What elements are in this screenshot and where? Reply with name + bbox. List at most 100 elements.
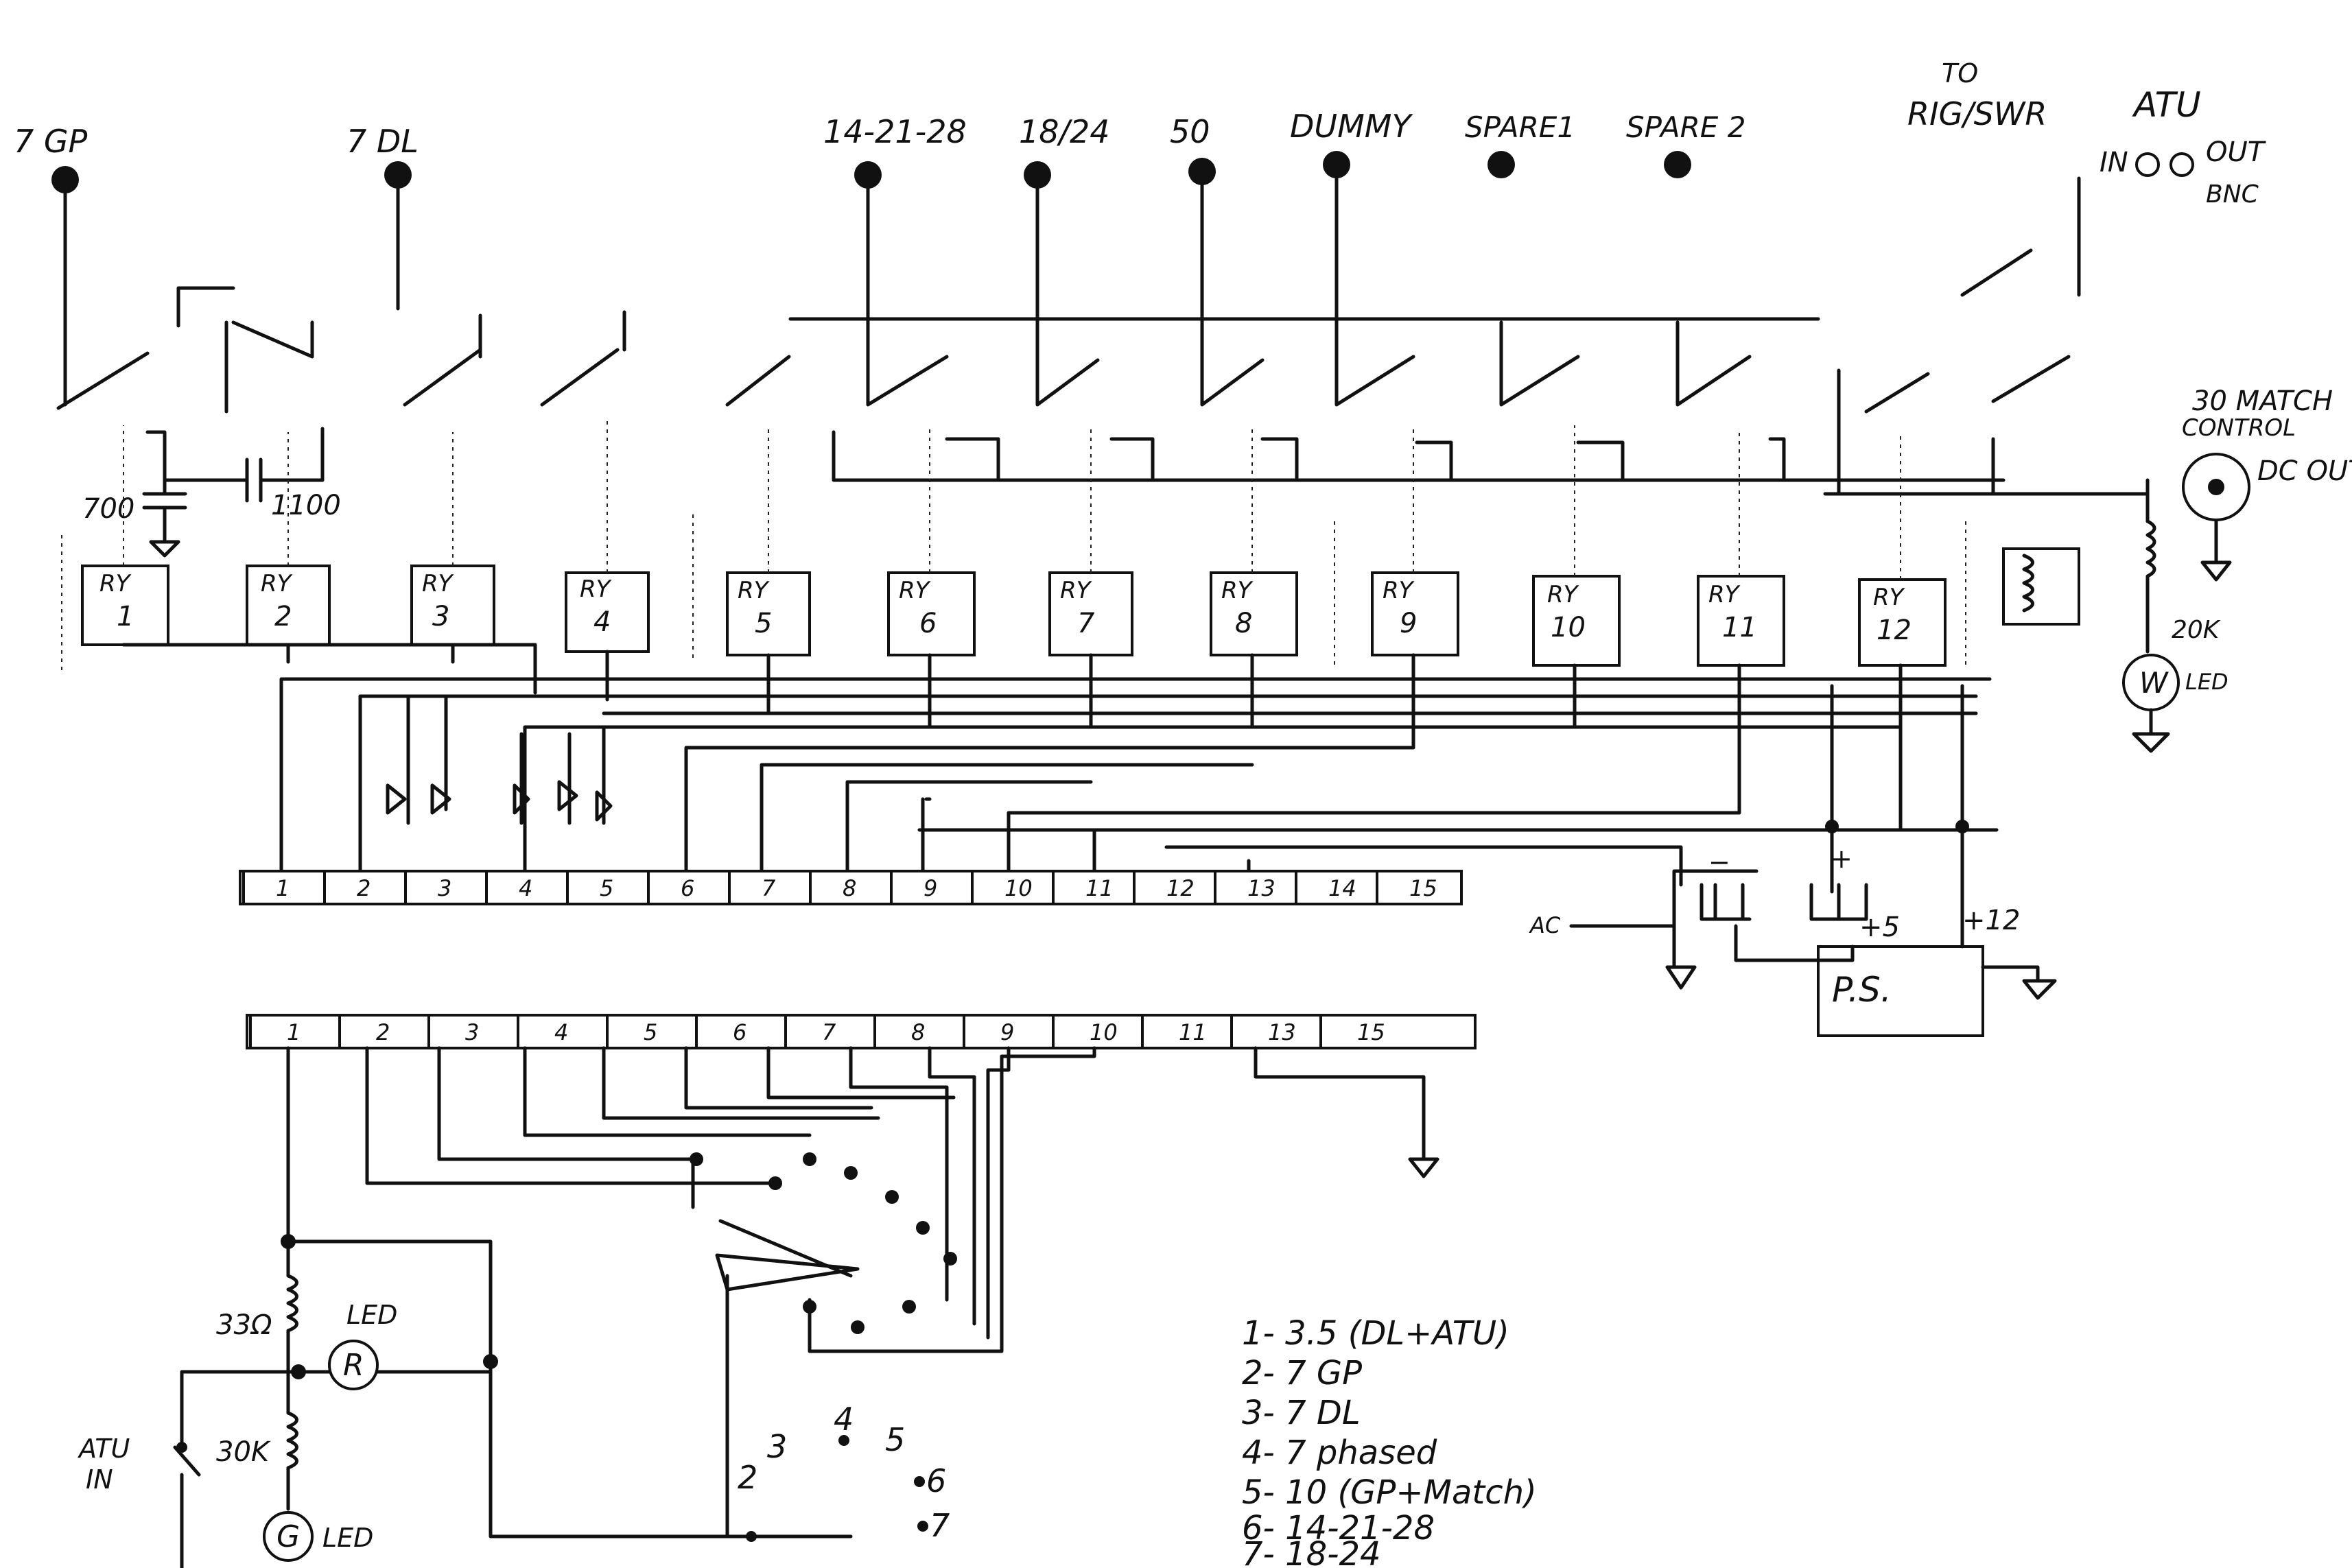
connector-bottom-pin-10: 10 xyxy=(1090,1019,1118,1045)
capacitor-700-label: 700 xyxy=(82,493,134,525)
connector-top-pin-2: 2 xyxy=(357,875,371,901)
atu-in-label: IN xyxy=(2100,147,2128,178)
svg-text:5: 5 xyxy=(885,1421,905,1458)
power-supply-ac-label: AC xyxy=(1529,912,1561,938)
antenna-jack-row: 7 GP 7 DL 14-21-28 18/24 50 DUMMY SPARE1… xyxy=(14,108,1820,407)
connector-bottom-pin-6: 6 xyxy=(733,1019,746,1045)
atu-switch-label-1: ATU xyxy=(77,1434,130,1464)
connector-bottom-pin-3: 3 xyxy=(465,1019,479,1045)
relay-5: RY 5 xyxy=(726,571,811,656)
connector-bottom-pin-4: 4 xyxy=(554,1019,568,1045)
dc-out-jack-icon xyxy=(2145,453,2250,582)
svg-text:RY: RY xyxy=(1547,581,1579,608)
led-g-label: LED xyxy=(322,1523,373,1553)
connector-bottom-pin-11: 11 xyxy=(1179,1019,1207,1045)
connector-bottom-pin-5: 5 xyxy=(644,1019,657,1045)
capacitor-700-icon xyxy=(142,430,187,558)
antenna-label-dummy: DUMMY xyxy=(1290,108,1413,145)
selector-position-labels: 2 3 4 5 6 7 xyxy=(738,1401,950,1544)
antenna-label-14-21-28: 14-21-28 xyxy=(823,113,967,150)
svg-text:RY: RY xyxy=(422,570,454,597)
svg-text:7: 7 xyxy=(930,1507,950,1544)
match-led-label: LED xyxy=(2185,669,2228,695)
connector-top-pin-12: 12 xyxy=(1166,875,1195,901)
relay-row: RY 1 RY 2 RY 3 RY 4 RY 5 RY 6 xyxy=(81,565,1947,667)
connector-top-pin-10: 10 xyxy=(1004,875,1033,901)
connector-bottom-pin-7: 7 xyxy=(822,1019,836,1045)
connector-bottom-pin-2: 2 xyxy=(376,1019,390,1045)
band-legend: 1- 3.5 (DL+ATU) 2- 7 GP 3- 7 DL 4- 7 pha… xyxy=(1242,1314,1537,1568)
match-control-line1: 30 MATCH xyxy=(2192,385,2333,417)
relay-10: RY 10 xyxy=(1532,575,1621,667)
svg-text:6: 6 xyxy=(926,1462,946,1499)
atu-out-bnc-icon xyxy=(2169,152,2194,177)
svg-text:4: 4 xyxy=(593,606,611,638)
power-supply-label: P.S. xyxy=(1832,970,1892,1010)
connector-top-pin-1: 1 xyxy=(276,875,290,901)
match-relay-coil-icon xyxy=(2002,547,2080,626)
connector-top-pin-7: 7 xyxy=(762,875,776,901)
connector-top-pin-8: 8 xyxy=(843,875,856,901)
led-g-letter: G xyxy=(277,1519,300,1554)
atu-in-bnc-icon xyxy=(2135,152,2160,177)
svg-text:2: 2 xyxy=(738,1459,757,1496)
capacitor-1100-icon xyxy=(163,458,325,503)
relay-8: RY 8 xyxy=(1210,571,1298,656)
antenna-label-50: 50 xyxy=(1170,113,1210,150)
legend-line-7: 7- 18-24 xyxy=(1242,1535,1381,1568)
svg-text:12: 12 xyxy=(1877,615,1912,646)
svg-text:−: − xyxy=(1708,847,1730,877)
relay-11: RY 11 xyxy=(1697,575,1785,667)
svg-text:1: 1 xyxy=(117,601,134,632)
power-supply-12v-label: +12 xyxy=(1962,905,2020,936)
svg-text:RY: RY xyxy=(261,570,293,597)
svg-text:3: 3 xyxy=(767,1428,787,1465)
relay-2: RY 2 xyxy=(246,565,331,646)
match-control-line2: CONTROL xyxy=(2182,414,2296,442)
diode-array-icon xyxy=(358,694,613,825)
svg-text:RY: RY xyxy=(899,577,931,604)
atu-title: ATU xyxy=(2132,85,2201,125)
jack-dummy-icon xyxy=(1323,151,1350,178)
antenna-label-18-24: 18/24 xyxy=(1019,113,1110,150)
svg-text:RY: RY xyxy=(1708,581,1741,608)
svg-text:RY: RY xyxy=(99,570,132,597)
svg-text:RY: RY xyxy=(1221,577,1254,604)
jack-spare2-icon xyxy=(1664,151,1691,178)
svg-text:9: 9 xyxy=(1400,608,1417,639)
svg-text:2: 2 xyxy=(274,601,292,632)
connector-top-pin-4: 4 xyxy=(519,875,532,901)
legend-line-1: 1- 3.5 (DL+ATU) xyxy=(1242,1314,1509,1353)
svg-text:10: 10 xyxy=(1551,612,1586,643)
match-dc-out-label: DC OUT xyxy=(2257,455,2352,487)
connector-top-pin-11: 11 xyxy=(1085,875,1114,901)
svg-text:RY: RY xyxy=(738,577,770,604)
relay-9: RY 9 xyxy=(1371,571,1459,656)
connector-top-pin-15: 15 xyxy=(1409,875,1437,901)
resistor-33-label: 33Ω xyxy=(216,1309,272,1341)
legend-line-6: 6- 14-21-28 xyxy=(1242,1509,1435,1547)
connector-top-pin-14: 14 xyxy=(1328,875,1356,901)
svg-text:11: 11 xyxy=(1722,612,1757,643)
connector-top-pin-5: 5 xyxy=(600,875,613,901)
rotary-selector-wiring xyxy=(286,1046,1096,1539)
relay-3: RY 3 xyxy=(410,565,495,646)
svg-text:RY: RY xyxy=(580,575,612,603)
antenna-label-7dl: 7 DL xyxy=(346,123,419,160)
rig-label-to: TO xyxy=(1942,58,1978,88)
svg-text:+: + xyxy=(1831,844,1853,874)
connector-bottom-pin-13: 13 xyxy=(1268,1019,1296,1045)
capacitor-1100-label: 1100 xyxy=(271,490,341,521)
rig-label-rig-swr: RIG/SWR xyxy=(1907,95,2047,132)
match-resistor-label: 20K xyxy=(2172,616,2221,644)
legend-line-4: 4- 7 phased xyxy=(1242,1434,1437,1472)
relay-7: RY 7 xyxy=(1048,571,1133,656)
antenna-label-7gp: 7 GP xyxy=(14,123,88,160)
connector-bottom-pin-9: 9 xyxy=(1000,1019,1014,1045)
legend-line-2: 2- 7 GP xyxy=(1242,1354,1362,1392)
relay-4: RY 4 xyxy=(565,571,650,653)
connector-bottom-pin-15: 15 xyxy=(1357,1019,1385,1045)
antenna-label-spare2: SPARE 2 xyxy=(1626,110,1745,144)
svg-text:5: 5 xyxy=(755,608,772,639)
